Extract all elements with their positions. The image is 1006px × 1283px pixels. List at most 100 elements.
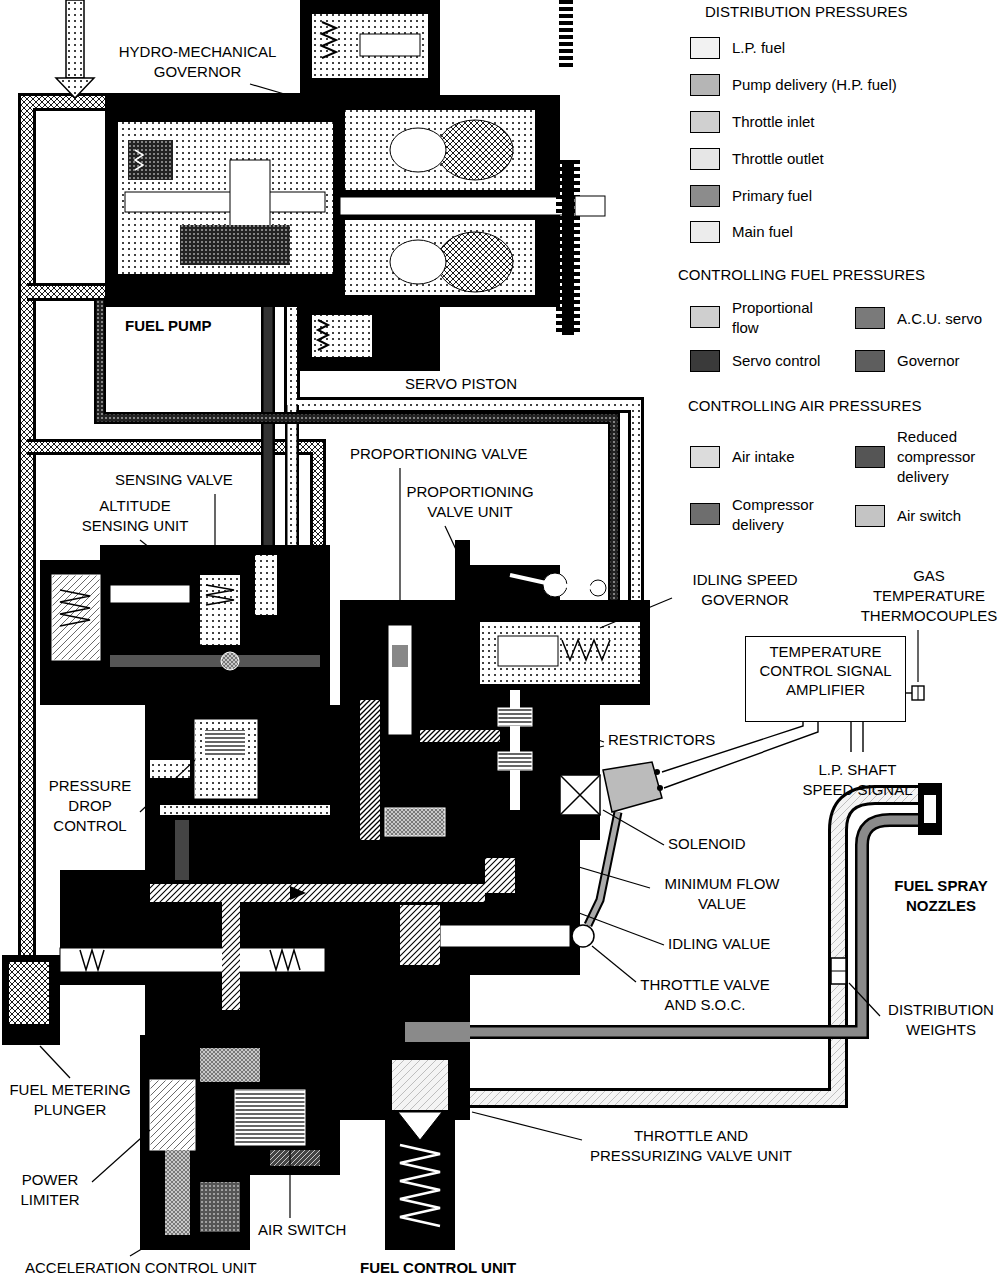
proportioning-valve-unit (498, 752, 532, 770)
legend-swatch (855, 505, 885, 527)
legend-swatch (690, 446, 720, 468)
solenoid-and-linkage (560, 762, 663, 925)
throttle-and-pressurizing-valve-unit (405, 1022, 470, 1042)
lp-fuel-inlet (56, 78, 94, 98)
main-fuel-channel (150, 884, 485, 902)
legend-swatch (855, 350, 885, 372)
leader-lines (603, 810, 664, 845)
leader-lines (518, 890, 664, 945)
leader-lines (140, 540, 165, 560)
leader-lines (600, 598, 672, 628)
signal-wiring (664, 712, 818, 788)
legend-swatch (690, 148, 720, 170)
leader-lines (40, 1046, 70, 1078)
thermocouple-symbol (912, 686, 924, 700)
fuel-spray-nozzle (918, 783, 942, 835)
legend-text: Air intake (732, 447, 852, 467)
throttle-and-pressurizing-valve-unit (440, 925, 570, 947)
main-fuel-channel (150, 884, 485, 1010)
part-label: PROPORTIONING VALVE (350, 444, 570, 464)
legend-text: Pump delivery (H.P. fuel) (732, 75, 992, 95)
leader-lines (130, 1238, 160, 1256)
altitude-sensing-unit (52, 575, 100, 660)
fuel-pump-body (128, 140, 173, 180)
acceleration-control-unit (235, 1090, 305, 1145)
lp-fuel-inlet (66, 0, 84, 78)
solenoid-and-linkage (603, 762, 662, 812)
leader-lines (250, 84, 298, 98)
acceleration-control-unit (270, 1150, 320, 1166)
legend-swatch (690, 111, 720, 133)
legend-text: Servo control (732, 351, 852, 371)
proportioning-valve-unit (498, 636, 558, 666)
leader-lines (40, 84, 918, 1256)
part-label: SENSING VALVE (115, 470, 255, 490)
solenoid-and-linkage (588, 812, 618, 925)
fuel-pump-body (300, 305, 440, 371)
part-label: ALTITUDE SENSING UNIT (70, 496, 200, 536)
acceleration-control-unit (140, 1170, 250, 1250)
part-label: THROTTLE AND PRESSURIZING VALVE UNIT (580, 1126, 802, 1166)
fuel-pump-body (437, 120, 513, 180)
part-label: GAS TEMPERATURE THERMOCOUPLES (856, 566, 1002, 626)
leader-lines (447, 828, 650, 888)
fuel-control-unit-body (205, 730, 245, 755)
fuel-pump-body (125, 192, 325, 212)
fuel-control-unit-body (195, 720, 257, 798)
fuel-pump-body (300, 0, 440, 96)
leader-lines (289, 1150, 290, 1218)
fuel-control-unit-body (80, 950, 104, 970)
part-label: PROPORTIONING VALVE UNIT (385, 482, 555, 522)
fuel-pump-body (135, 150, 143, 170)
altitude-sensing-unit (206, 585, 234, 605)
legend-swatch (690, 37, 720, 59)
proportioning-valve-unit (392, 645, 408, 667)
leader-lines (917, 630, 918, 682)
proportioning-valve-unit (480, 622, 640, 684)
fuel-pump-body (105, 0, 605, 371)
legend-text: Main fuel (732, 222, 992, 242)
proportioning-valve-unit (498, 708, 532, 726)
acceleration-control-unit (140, 1035, 340, 1250)
proportioning-valve-unit (420, 730, 500, 742)
leader-lines (399, 468, 400, 622)
assembly-title: FUEL PUMP (125, 316, 235, 336)
leader-lines (140, 760, 195, 812)
fuel-spray-nozzle (831, 958, 846, 984)
legend-swatch (855, 307, 885, 329)
box-text: TEMPERATURE CONTROL SIGNAL AMPLIFIER (752, 643, 899, 699)
fuel-pump-body (360, 34, 420, 56)
fuel-pump-body (340, 197, 565, 215)
fuel-pump-body (575, 196, 605, 216)
fuel-control-unit-body (270, 950, 300, 970)
legend-heading: DISTRIBUTION PRESSURES (705, 2, 1005, 22)
thermocouple-symbol (912, 686, 924, 700)
proportioning-valve-unit (340, 540, 650, 840)
altitude-sensing-unit (200, 575, 240, 645)
legend-text: Proportional flow (732, 298, 842, 338)
legend-swatch (690, 185, 720, 207)
proportioning-valve-unit (340, 540, 650, 840)
throttle-and-pressurizing-valve-unit (400, 905, 440, 965)
fuel-control-unit-body (150, 760, 190, 778)
leader-lines (214, 494, 215, 572)
proportioning-valve-unit (360, 700, 380, 840)
assembly-title: FUEL CONTROL UNIT (360, 1258, 560, 1278)
proportioning-valve-unit (562, 640, 610, 660)
throttle-and-pressurizing-valve-unit (398, 1112, 442, 1140)
fuel-pump-body (390, 240, 446, 284)
solenoid-and-linkage (560, 775, 600, 815)
fuel-pump-body (118, 122, 333, 274)
fuel-pump-body (312, 14, 428, 78)
part-label: IDLING VALUE (668, 934, 798, 954)
altitude-sensing-unit (110, 585, 190, 603)
part-label: SERVO PISTON (405, 374, 545, 394)
amplifier-box: TEMPERATURE CONTROL SIGNAL AMPLIFIER (745, 636, 906, 722)
part-label: SOLENOID (668, 834, 768, 854)
part-label: RESTRICTORS (608, 730, 728, 750)
legend-text: Throttle outlet (732, 149, 992, 169)
fuel-pump-body (437, 232, 513, 292)
solenoid-and-linkage (657, 785, 663, 791)
legend-heading: CONTROLLING FUEL PRESSURES (678, 265, 1004, 285)
leader-lines (445, 526, 460, 558)
